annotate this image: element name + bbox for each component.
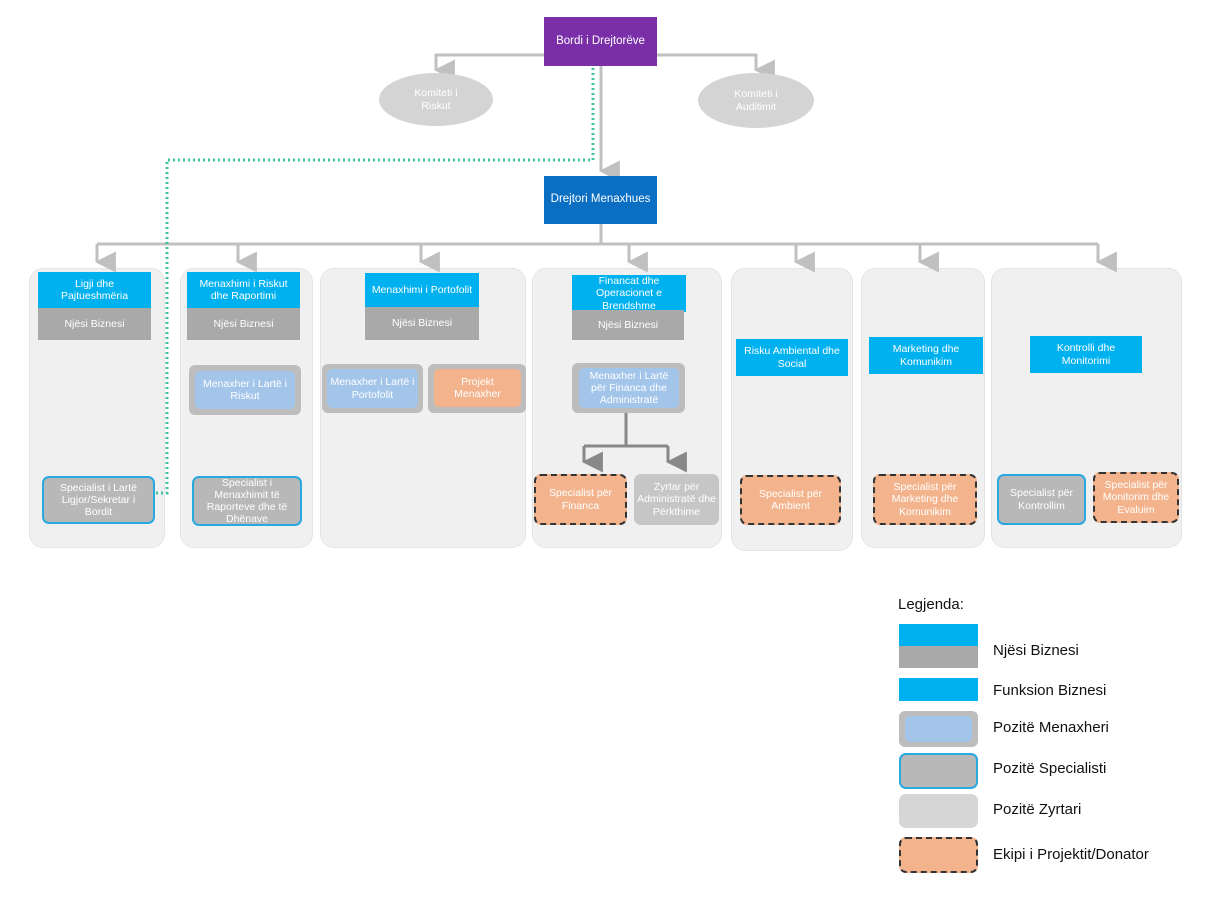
board-of-directors-box: Bordi i Drejtorëve: [544, 17, 657, 66]
legend-swatch-manager-inner: [905, 716, 972, 742]
control-function-box: Kontrolli dhe Monitorimi: [1030, 336, 1142, 373]
legend-swatch-project: [899, 837, 978, 873]
legal-function-box: Ligji dhe Pajtueshmëria: [38, 272, 151, 308]
audit-committee-ellipse: Komiteti i Auditimit: [698, 73, 814, 128]
env-function-box: Risku Ambiental dhe Social: [736, 339, 848, 376]
finance-unit-box: Njësi Biznesi: [572, 310, 684, 340]
risk-committee-ellipse: Komiteti i Riskut: [379, 73, 493, 126]
env-specialist-box: Specialist për Ambient: [740, 475, 841, 525]
legend-swatch-business-function: [899, 678, 978, 701]
marketing-specialist-box: Specialist për Marketing dhe Komunikim: [873, 474, 977, 525]
legal-unit-box: Njësi Biznesi: [38, 308, 151, 340]
project-manager-box: Projekt Menaxher: [434, 369, 521, 407]
legal-specialist-box: Specialist i Lartë Ligjor/Sekretar i Bor…: [42, 476, 155, 524]
risk-unit-box: Njësi Biznesi: [187, 308, 300, 340]
legend-label-manager: Pozitë Menaxheri: [993, 718, 1109, 736]
legend-label-official: Pozitë Zyrtari: [993, 800, 1082, 818]
risk-function-box: Menaxhimi i Riskut dhe Raportimi: [187, 272, 300, 308]
legend-label-business-unit: Njësi Biznesi: [993, 641, 1079, 659]
legend-label-business-function: Funksion Biznesi: [993, 681, 1107, 699]
marketing-function-box: Marketing dhe Komunikim: [869, 337, 983, 374]
admin-official-box: Zyrtar për Administratë dhe Përkthime: [634, 474, 719, 525]
legend-title: Legjenda:: [898, 596, 964, 613]
risk-manager-box: Menaxher i Lartë i Riskut: [195, 371, 295, 409]
finance-function-box: Financat dhe Operacionet e Brendshme: [572, 275, 686, 312]
managing-director-box: Drejtori Menaxhues: [544, 176, 657, 224]
finance-specialist-box: Specialist për Financa: [534, 474, 627, 525]
portfolio-unit-box: Njësi Biznesi: [365, 307, 479, 340]
legend-label-specialist: Pozitë Specialisti: [993, 759, 1107, 777]
portfolio-manager-box: Menaxher i Lartë i Portofolit: [327, 369, 418, 408]
monitoring-specialist-box: Specialist për Monitorim dhe Evaluim: [1093, 472, 1179, 523]
control-specialist-box: Specialist për Kontrollim: [997, 474, 1086, 525]
portfolio-function-box: Menaxhimi i Portofolit: [365, 273, 479, 307]
legend-swatch-specialist: [899, 753, 978, 789]
risk-specialist-box: Specialist i Menaxhimit të Raporteve dhe…: [192, 476, 302, 526]
legend-swatch-official: [899, 794, 978, 828]
finance-manager-box: Menaxher i Lartë për Financa dhe Adminis…: [579, 368, 679, 408]
legend-label-project: Ekipi i Projektit/Donator: [993, 845, 1149, 863]
legend-swatch-business-unit: [899, 624, 978, 668]
